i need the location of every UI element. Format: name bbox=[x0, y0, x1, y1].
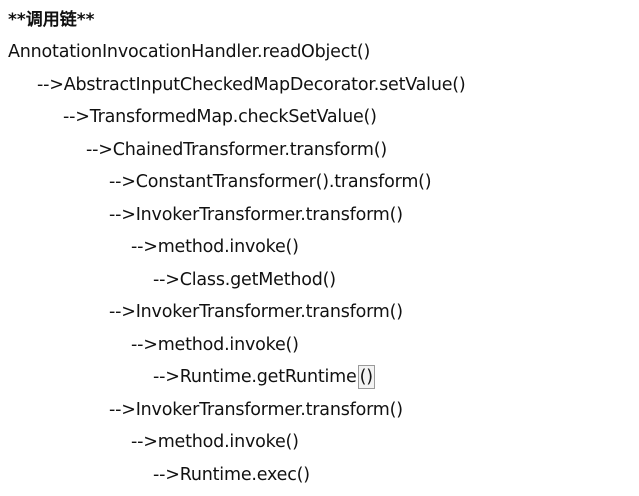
call-chain-line: -->Class.getMethod() bbox=[153, 270, 336, 290]
call-chain-line-text: -->Runtime.getRuntime bbox=[153, 367, 357, 387]
call-chain-line: -->TransformedMap.checkSetValue() bbox=[63, 107, 377, 127]
call-chain-line-with-selection: -->Runtime.getRuntime() bbox=[153, 365, 375, 389]
call-chain-line: -->InvokerTransformer.transform() bbox=[109, 205, 403, 225]
text-selection-highlight[interactable]: () bbox=[357, 365, 375, 389]
call-chain-line: -->ConstantTransformer().transform() bbox=[109, 172, 432, 192]
call-chain-line: -->Runtime.exec() bbox=[153, 465, 310, 485]
call-chain-line: -->method.invoke() bbox=[131, 335, 299, 355]
call-chain-line: -->method.invoke() bbox=[131, 432, 299, 452]
call-chain-line: -->ChainedTransformer.transform() bbox=[86, 140, 387, 160]
call-chain-line: -->InvokerTransformer.transform() bbox=[109, 400, 403, 420]
call-chain-line: -->AbstractInputCheckedMapDecorator.setV… bbox=[37, 75, 466, 95]
call-chain-heading: **调用链** bbox=[8, 10, 95, 30]
call-chain-line: AnnotationInvocationHandler.readObject() bbox=[8, 42, 371, 62]
call-chain-line: -->method.invoke() bbox=[131, 237, 299, 257]
call-chain-line: -->InvokerTransformer.transform() bbox=[109, 302, 403, 322]
